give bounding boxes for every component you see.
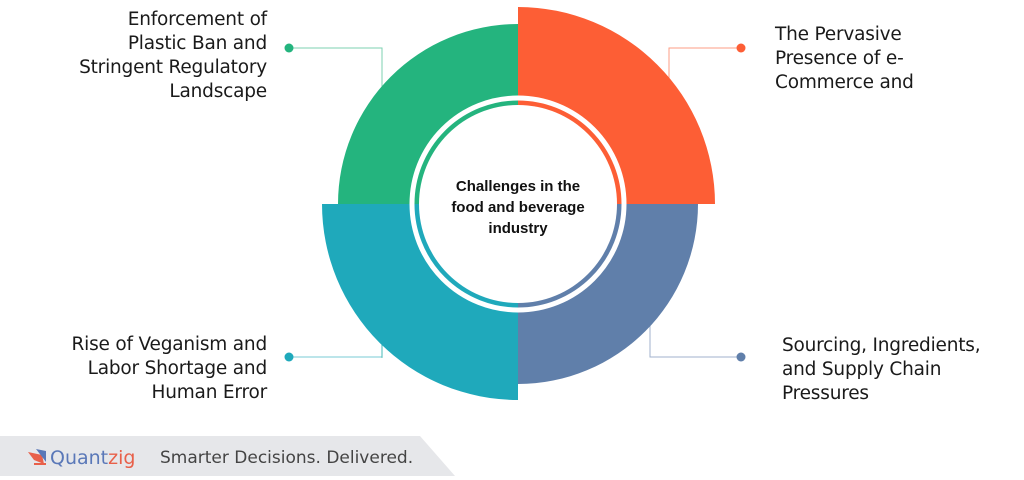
label-bottom-left: Rise of Veganism and Labor Shortage and …: [71, 334, 268, 403]
label-top-left: Enforcement of Plastic Ban and Stringent…: [79, 9, 267, 102]
inner-ring: [409, 95, 627, 313]
segment-bottom-left: [322, 204, 518, 400]
brand-zig: zig: [108, 447, 136, 469]
label-top-right: The Pervasive Presence of e- Commerce an…: [775, 24, 914, 93]
quantzig-logo-icon: [28, 449, 46, 465]
brand-quant: Quant: [50, 447, 109, 469]
center-title: Challenges in the food and beverage indu…: [451, 178, 585, 237]
connector-dot-top-right: [736, 43, 746, 53]
center-disc: [419, 105, 617, 303]
connector-dot-bottom-left: [284, 352, 294, 362]
connector-dot-bottom-right: [736, 352, 746, 362]
segment-top-left: [338, 24, 518, 204]
tagline: Smarter Decisions. Delivered.: [160, 448, 414, 468]
connector-dot-top-left: [284, 43, 294, 53]
label-bottom-right: Sourcing, Ingredients, and Supply Chain …: [782, 335, 981, 404]
brand-name: Quantzig: [50, 447, 135, 469]
segment-bottom-right: [518, 204, 698, 384]
footer-banner: [0, 436, 455, 476]
segment-top-right: [518, 7, 715, 204]
